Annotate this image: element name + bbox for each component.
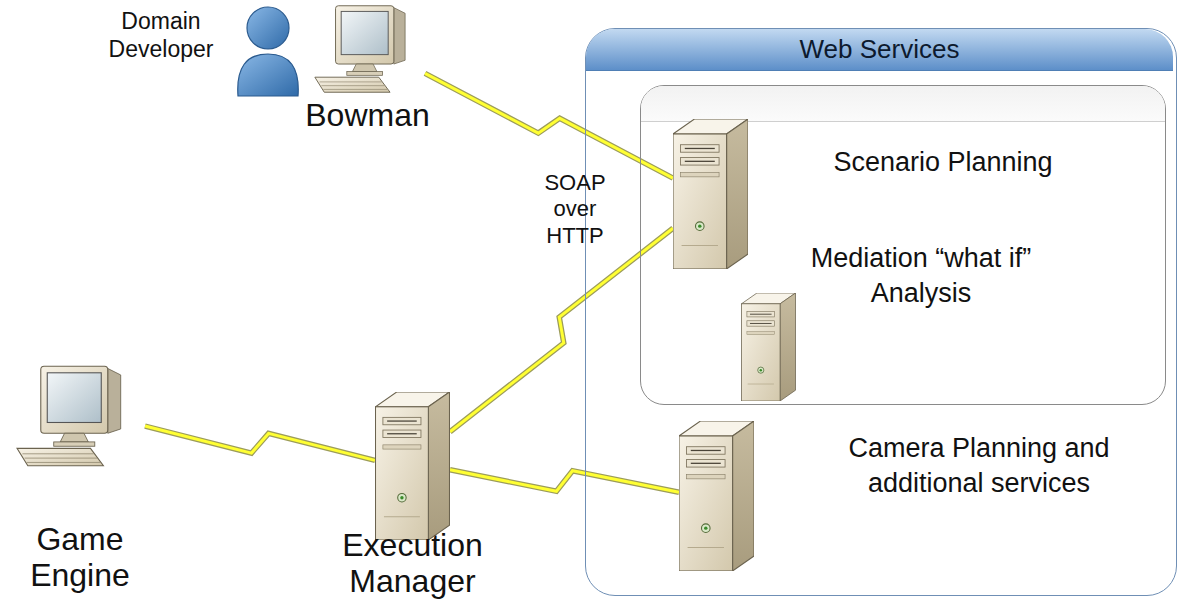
lightning-connector — [145, 426, 375, 460]
server-icon — [673, 119, 748, 269]
connector-outline — [145, 426, 375, 460]
node-label: Camera Planning and additional services — [809, 431, 1149, 501]
panel-title: Web Services — [586, 29, 1173, 71]
server-shape — [679, 421, 754, 571]
lightning-connector — [425, 73, 673, 178]
server-node: Execution Manager — [320, 392, 509, 604]
protocol-label: SOAP over HTTP — [535, 170, 615, 249]
connector-outline — [425, 73, 673, 178]
server-shape — [376, 392, 450, 540]
inner-group-strip — [641, 86, 1165, 122]
server-node: Camera Planning and additional services — [679, 421, 1169, 573]
lightning-connector — [450, 470, 679, 493]
server-icon — [679, 421, 754, 571]
client-computer: Bowman — [295, 2, 444, 144]
connector-line — [450, 470, 679, 493]
server-icon — [741, 293, 796, 401]
node-label: Scenario Planning — [788, 147, 1098, 178]
node-label: Execution Manager — [320, 528, 505, 600]
node-label: Mediation “what if” Analysis — [761, 241, 1081, 311]
server-icon — [375, 392, 450, 540]
connector-outline — [450, 470, 679, 493]
actor-label: Domain Developer — [86, 8, 236, 63]
computer-icon — [10, 362, 145, 470]
server-shape — [742, 293, 796, 401]
node-label: Bowman — [295, 98, 440, 134]
computer-shape — [17, 366, 121, 465]
client-computer: Game Engine — [5, 362, 159, 602]
connector-line — [425, 73, 673, 178]
connector-line — [145, 426, 375, 460]
computer-icon — [310, 2, 425, 96]
node-label: Game Engine — [5, 522, 155, 594]
computer-shape — [315, 6, 405, 92]
services-panel: Web ServicesScenario PlanningMediation “… — [585, 28, 1177, 596]
server-node: Mediation “what if” Analysis — [741, 241, 1085, 403]
server-shape — [673, 119, 748, 269]
person-icon — [232, 2, 304, 98]
